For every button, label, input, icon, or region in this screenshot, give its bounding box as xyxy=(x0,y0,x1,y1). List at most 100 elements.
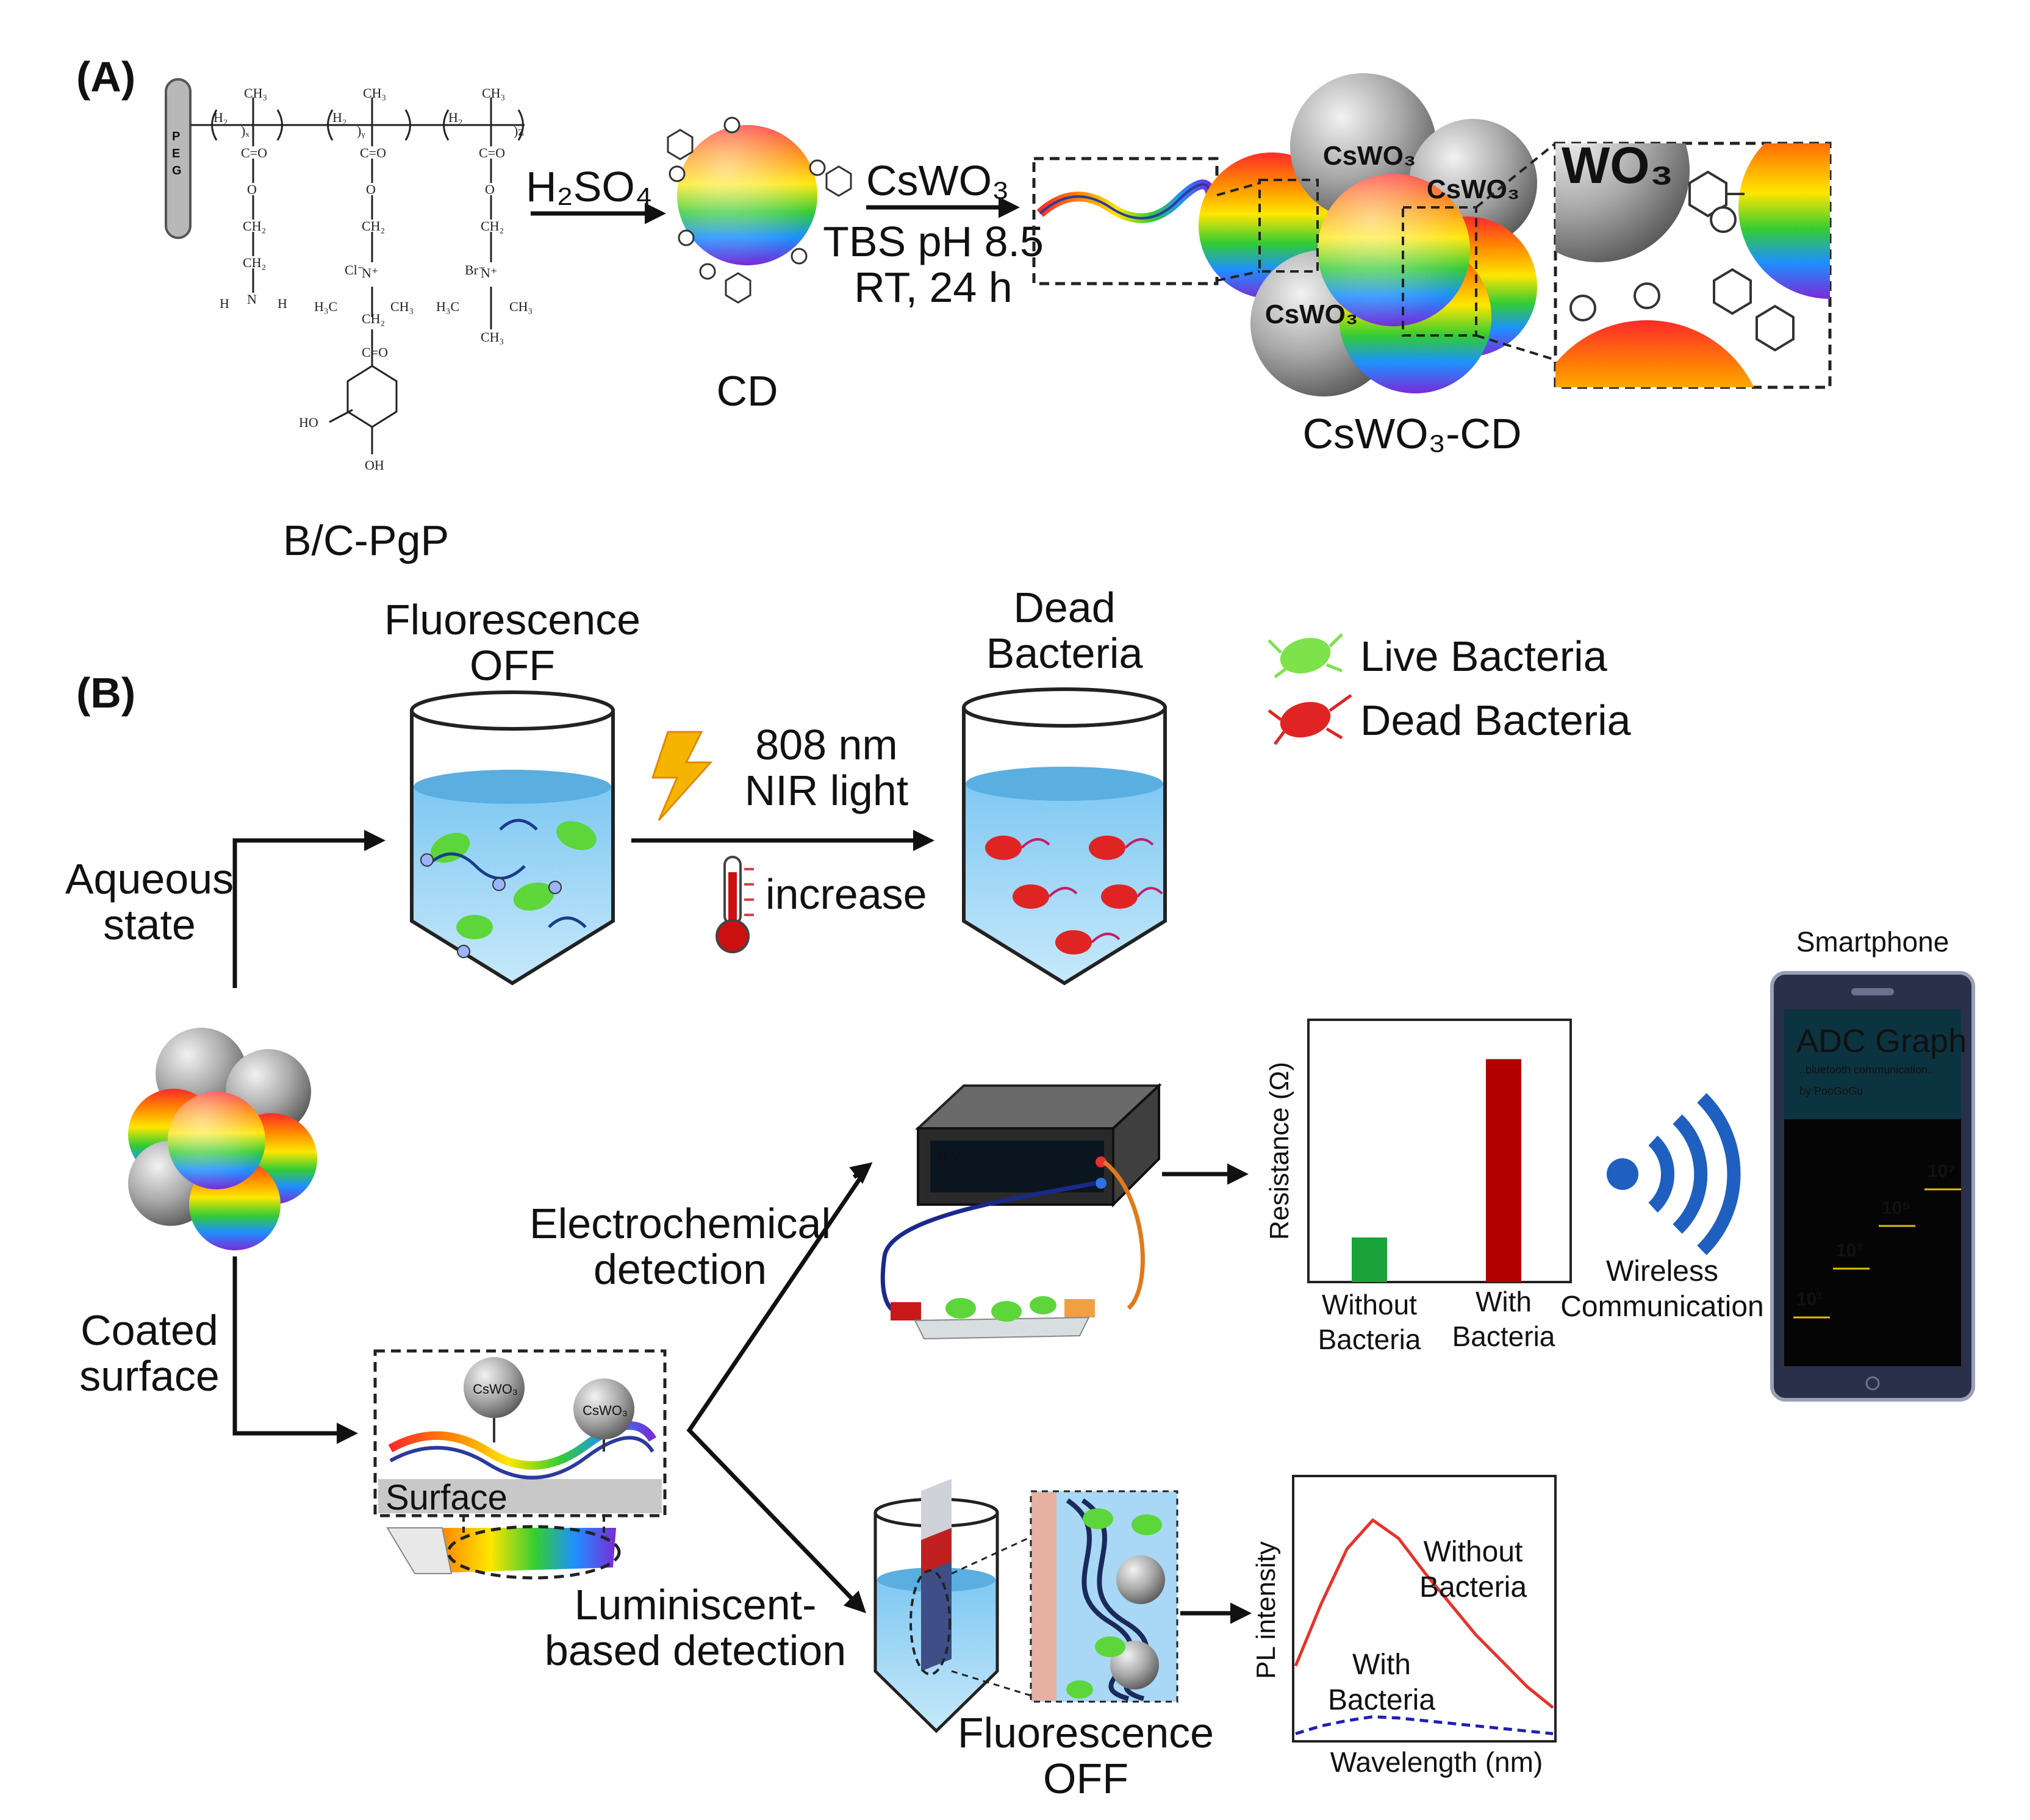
svg-text:CH₂: CH₂ xyxy=(243,218,266,234)
coated-label: surface xyxy=(79,1352,220,1400)
lumin-label: Luminiscent- xyxy=(575,1581,817,1628)
nanoparticle-label: CsWO₃ xyxy=(1427,174,1519,204)
svg-text:CH₃: CH₃ xyxy=(481,329,504,345)
bar-with-bacteria xyxy=(1486,1059,1521,1282)
coated-strip xyxy=(386,1516,621,1580)
strand-detail-box xyxy=(1032,157,1219,285)
svg-text:H: H xyxy=(220,296,229,311)
surface-label: Surface xyxy=(386,1478,508,1517)
wireless-icon xyxy=(1607,1093,1741,1255)
polymer-strand xyxy=(1036,179,1216,223)
bar-xtick: With xyxy=(1476,1286,1532,1317)
app-title: ADC Graph xyxy=(1796,1023,1967,1059)
cswo3-cd-cluster xyxy=(1199,73,1537,396)
interface-zoom xyxy=(1554,142,1832,389)
laser-wavelength: 808 nm xyxy=(755,721,897,768)
svg-text:O: O xyxy=(366,182,376,197)
lightning-icon xyxy=(651,731,713,822)
legend-dead-label: Dead Bacteria xyxy=(1360,697,1631,744)
bar-xtick: Bacteria xyxy=(1318,1324,1421,1355)
bar-xtick: Without xyxy=(1322,1289,1417,1320)
peg-letter: G xyxy=(172,164,182,177)
svg-text:Br⁻: Br⁻ xyxy=(465,262,486,278)
arrow-coated xyxy=(232,1256,358,1444)
coated-surface-box xyxy=(373,1349,667,1517)
panel-a-label: (A) xyxy=(76,53,135,101)
peg-letter: E xyxy=(172,147,180,160)
nanoparticle-label: CsWO₃ xyxy=(583,1403,628,1418)
arrow-lumin xyxy=(843,1590,866,1613)
svg-text:CH₃: CH₃ xyxy=(509,299,533,314)
svg-text:N⁺: N⁺ xyxy=(481,265,498,281)
panel-b-label: (B) xyxy=(76,669,135,717)
svg-text:H₃C: H₃C xyxy=(314,299,337,314)
wireless-label: Communication xyxy=(1560,1291,1763,1323)
bar-without-bacteria xyxy=(1352,1237,1387,1282)
coated-label: Coated xyxy=(81,1306,218,1354)
nanoparticle-label: CsWO₃ xyxy=(1265,299,1358,329)
svg-text:C=O: C=O xyxy=(241,145,267,160)
pl-chart-frame xyxy=(1292,1475,1557,1743)
svg-text:N⁺: N⁺ xyxy=(362,265,379,281)
fluorescence-off-bottom: OFF xyxy=(1043,1755,1128,1802)
svg-text:Cl⁻: Cl⁻ xyxy=(345,262,364,278)
beaker-live-bacteria xyxy=(410,690,615,986)
svg-text:CH₃: CH₃ xyxy=(390,299,414,314)
pl-series-label-with: With xyxy=(1352,1649,1411,1681)
dead-bacteria-title: Dead xyxy=(1013,584,1115,631)
product-label: CsWO₃-CD xyxy=(1303,410,1522,457)
dead-bacteria-title: Bacteria xyxy=(986,629,1143,677)
svg-text:H₂: H₂ xyxy=(213,110,228,125)
app-value: 10¹ xyxy=(1796,1289,1823,1309)
cd-functional-groups xyxy=(667,116,852,304)
app-value: 10³ xyxy=(1836,1241,1862,1261)
svg-text:CH₂: CH₂ xyxy=(362,218,385,234)
pl-line-with-bacteria xyxy=(1295,1715,1554,1735)
svg-text:CH₃: CH₃ xyxy=(363,85,386,101)
lumin-label: based detection xyxy=(545,1627,846,1674)
zoom-wo3-label: WO₃ xyxy=(1562,137,1673,194)
svg-text:H₂: H₂ xyxy=(332,110,347,125)
svg-text:N: N xyxy=(247,292,257,307)
peg-letter: P xyxy=(172,130,180,143)
svg-text:CH₃: CH₃ xyxy=(244,85,267,101)
luminescence-beaker xyxy=(873,1479,999,1733)
pl-ylabel: PL intensity xyxy=(1251,1541,1281,1679)
svg-text:H₂: H₂ xyxy=(448,110,463,125)
nanoparticle-label: CsWO₃ xyxy=(1323,141,1416,171)
legend-live-label: Live Bacteria xyxy=(1360,632,1607,680)
smartphone-label: Smartphone xyxy=(1796,926,1949,958)
svg-text:CH₂: CH₂ xyxy=(243,255,266,270)
aqueous-label: state xyxy=(103,901,196,948)
electro-label: Electrochemical xyxy=(529,1200,831,1247)
app-byline: by PooGoGu xyxy=(1799,1085,1863,1097)
svg-text:)ᵧ: )ᵧ xyxy=(357,123,365,138)
aqueous-label: Aqueous xyxy=(65,855,234,903)
cd-label: CD xyxy=(716,367,778,415)
pl-xlabel: Wavelength (nm) xyxy=(1330,1746,1543,1778)
svg-text:C=O: C=O xyxy=(479,145,505,160)
resistance-bar-chart xyxy=(1307,1019,1572,1283)
bar-xtick: Bacteria xyxy=(1452,1320,1555,1352)
bar-chart-frame xyxy=(1307,1019,1572,1283)
nanoparticle-label: CsWO₃ xyxy=(473,1381,518,1397)
laser-type: NIR light xyxy=(745,767,908,814)
fluorescence-off-top: OFF xyxy=(470,642,555,689)
app-subtitle: ..bluetooth communication.. xyxy=(1799,1064,1934,1076)
smartphone xyxy=(1770,971,1975,1402)
app-value: 10⁷ xyxy=(1928,1161,1956,1181)
cluster-zoom-box-left xyxy=(1258,179,1319,273)
legend-live-bacteria xyxy=(1268,633,1343,678)
device-display: R V xyxy=(938,1150,961,1165)
pl-line-without-bacteria xyxy=(1294,1517,1554,1709)
electro-label: detection xyxy=(594,1245,767,1293)
svg-text:OH: OH xyxy=(365,457,384,473)
svg-text:HO: HO xyxy=(299,415,318,430)
polymer-name: B/C-PgP xyxy=(283,517,449,564)
app-value: 10⁵ xyxy=(1882,1198,1910,1218)
svg-text:C=O: C=O xyxy=(362,345,388,360)
condition-ph: TBS pH 8.5 xyxy=(823,218,1044,265)
pl-intensity-chart xyxy=(1292,1475,1557,1743)
